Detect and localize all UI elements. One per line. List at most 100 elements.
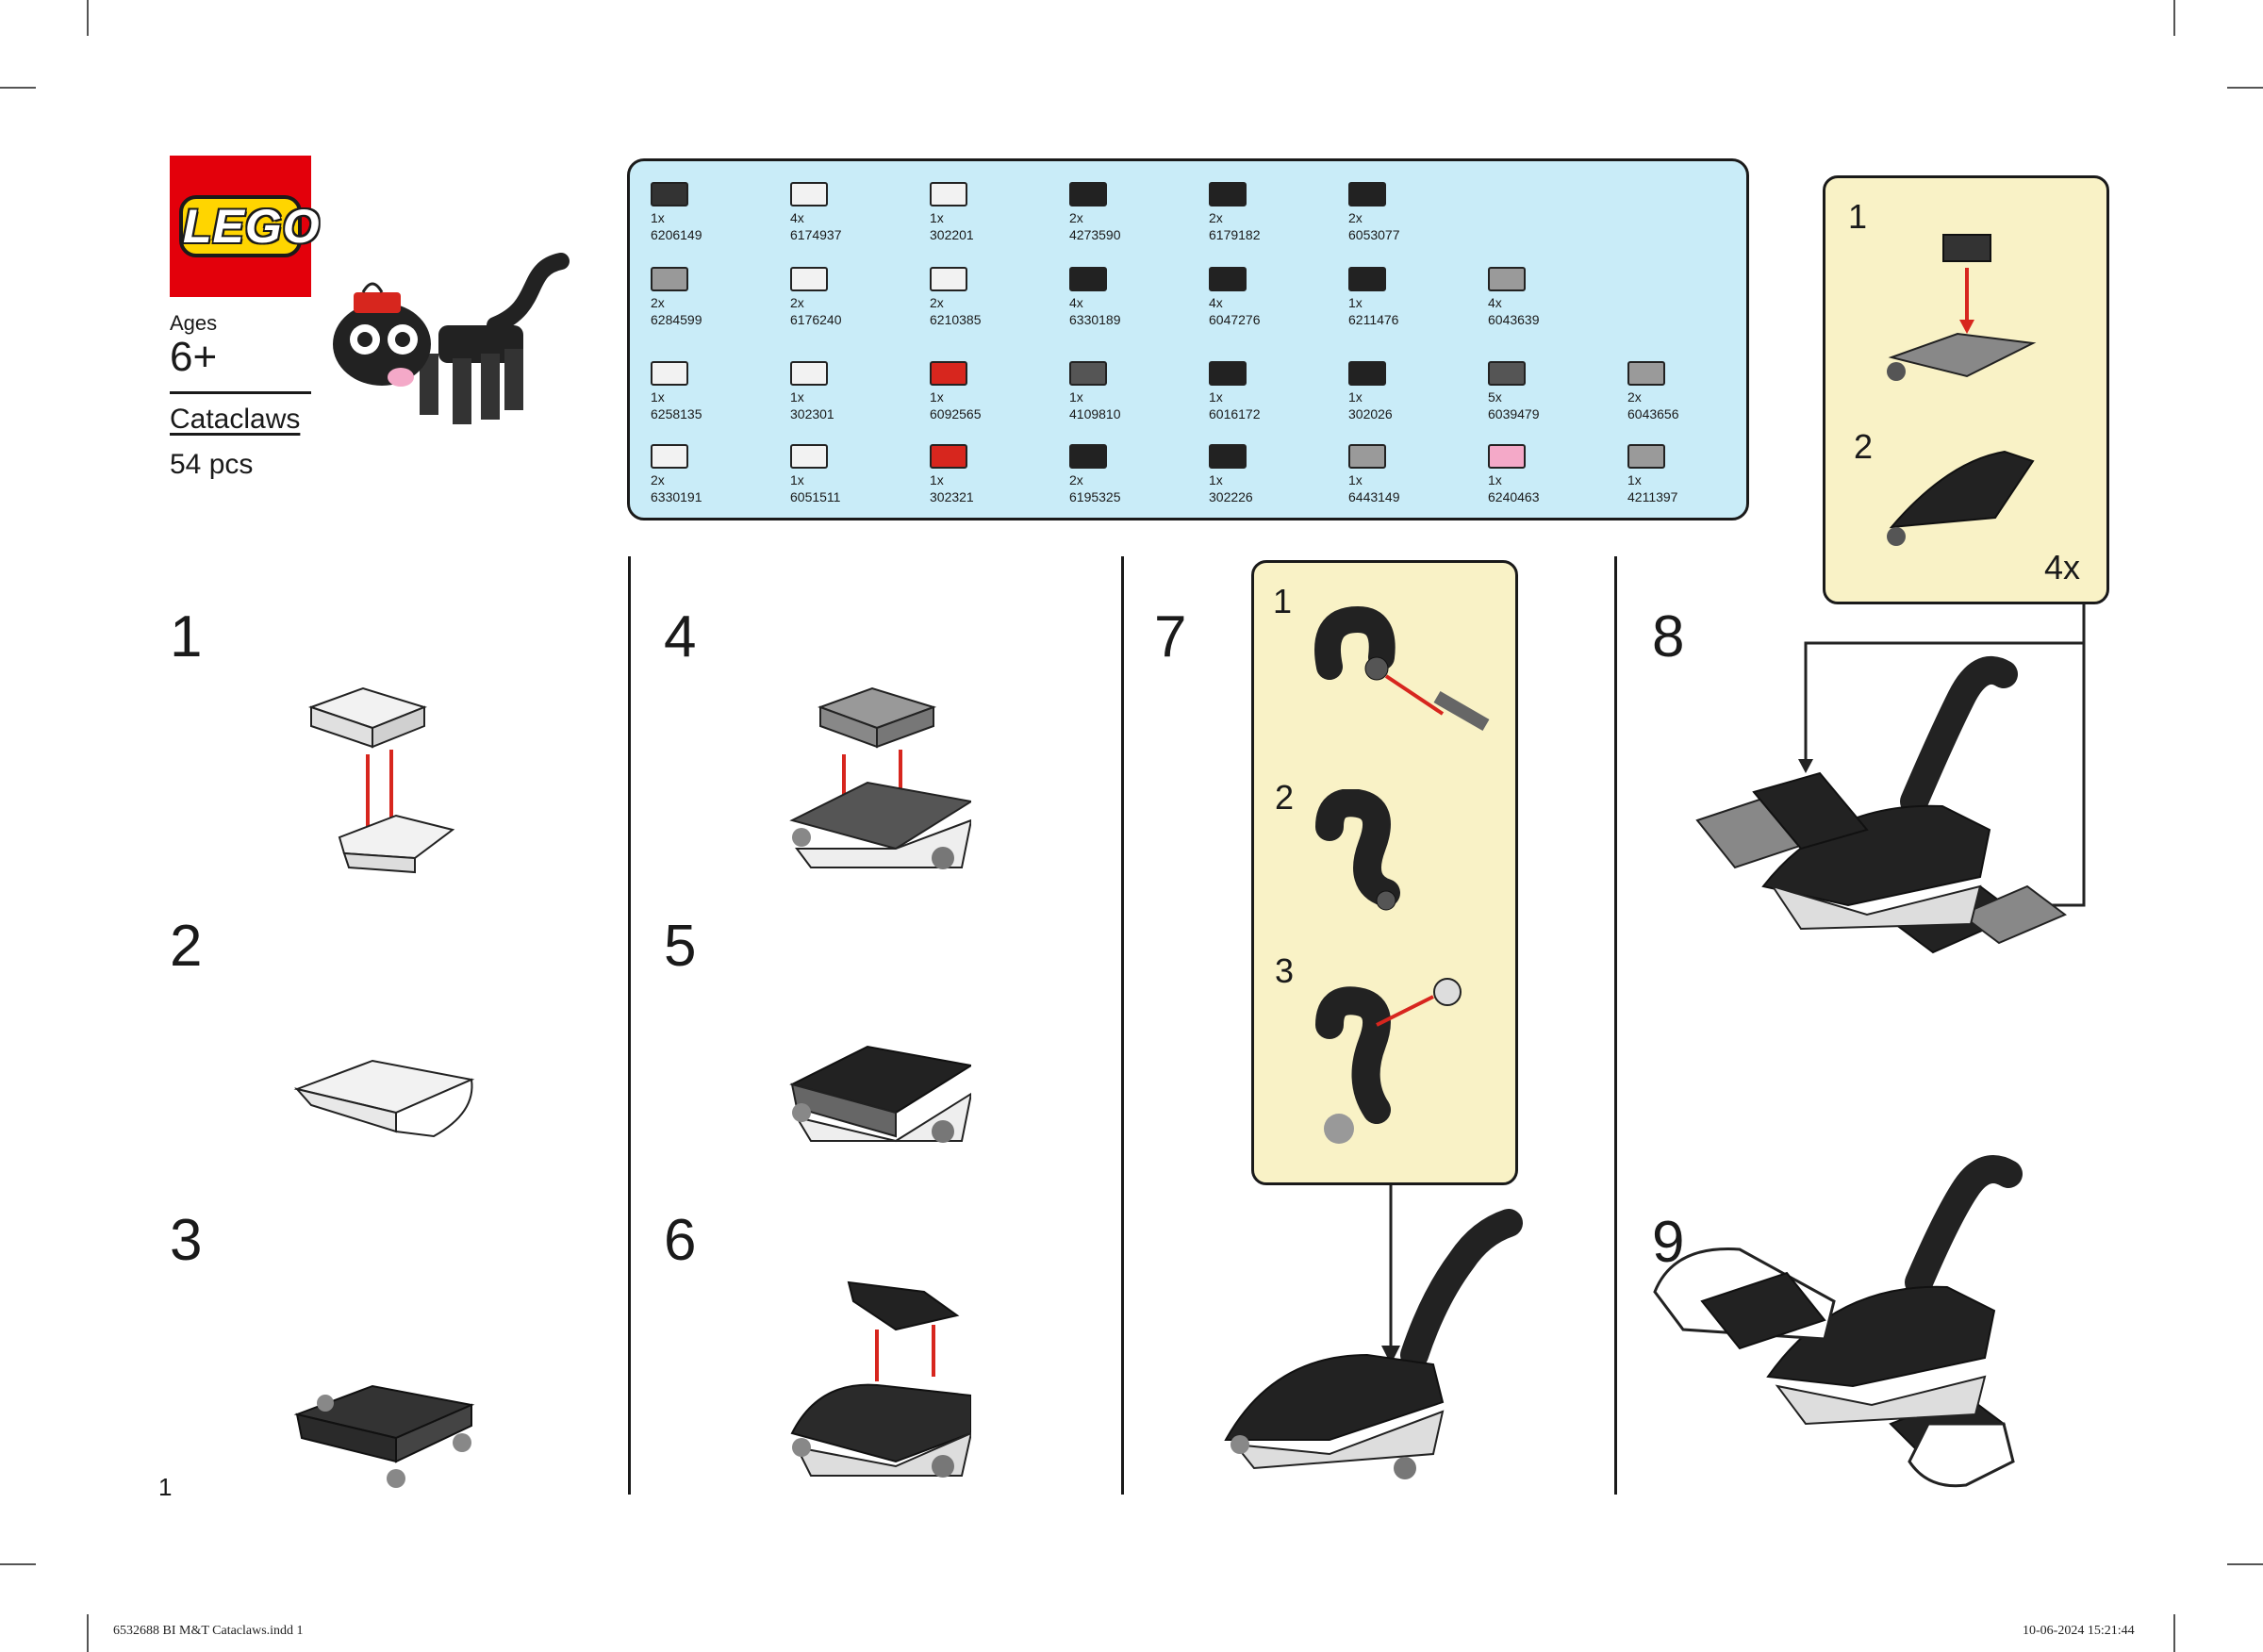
leg-subassembly-box: 1 2 4x [1823,175,2109,604]
brick-icon [930,182,967,206]
part-quantity: 1x [1348,389,1363,405]
brick-icon [1209,361,1247,386]
part-element-id: 6258135 [651,406,702,421]
date-slug: 10-06-2024 15:21:44 [2023,1624,2135,1638]
part-element-id: 6016172 [1209,406,1261,421]
part-element-id: 4211397 [1627,489,1678,504]
part-quantity: 2x [1069,472,1083,487]
substep-number: 3 [1275,951,1295,990]
part-element-id: 6443149 [1348,489,1400,504]
part-quantity: 1x [651,210,665,225]
step-7-subassembly-box: 1 2 3 [1251,560,1518,1185]
crop-mark [2173,1614,2175,1652]
part-quantity: 1x [930,389,944,405]
brick-icon [1209,444,1247,469]
brick-icon [1069,444,1107,469]
brick-icon [930,361,967,386]
substep-number: 2 [1275,778,1295,817]
step-3-illustration [293,1384,475,1488]
brick-icon [1488,361,1526,386]
part-quantity: 2x [1209,210,1223,225]
part-element-id: 6210385 [930,312,982,327]
brick-icon [790,444,828,469]
brick-icon [1348,267,1386,291]
part-element-id: 6330189 [1069,312,1121,327]
step-number-3: 3 [170,1208,203,1273]
part-quantity: 5x [1488,389,1502,405]
brick-icon [930,267,967,291]
part-element-id: 4273590 [1069,227,1121,242]
step-9-illustration [1653,1155,2023,1488]
brick-icon [790,361,828,386]
part-quantity: 2x [1627,389,1642,405]
part-element-id: 302321 [930,489,974,504]
ages-label: Ages [170,311,218,335]
step-4-illustration [789,686,971,869]
part-quantity: 1x [930,472,944,487]
step-1-illustration [307,686,455,874]
part-item: 1x 4211397 [1627,444,1750,505]
part-quantity: 1x [930,210,944,225]
part-element-id: 302301 [790,406,834,421]
brick-icon [1488,267,1526,291]
crop-mark [0,87,36,89]
part-quantity: 1x [1488,472,1502,487]
substep-number: 1 [1848,197,1868,236]
part-element-id: 6051511 [790,489,841,504]
brick-icon [1069,267,1107,291]
step-number-2: 2 [170,914,203,979]
brick-icon [1348,444,1386,469]
step-5-illustration [789,1045,971,1143]
column-divider [1614,556,1617,1495]
brick-icon [651,182,688,206]
part-quantity: 4x [1209,295,1223,310]
part-item: 1x 6240463 [1488,444,1611,505]
brick-icon [651,267,688,291]
crop-mark [2227,1563,2263,1565]
part-quantity: 1x [651,389,665,405]
brick-icon [790,267,828,291]
part-element-id: 6043656 [1627,406,1679,421]
part-element-id: 6092565 [930,406,982,421]
crop-mark [87,0,89,36]
part-element-id: 6039479 [1488,406,1540,421]
part-quantity: 1x [1627,472,1642,487]
part-element-id: 6240463 [1488,489,1540,504]
brick-icon [651,444,688,469]
column-divider [628,556,631,1495]
step-7-result [1224,1185,1523,1479]
brick-icon [1209,182,1247,206]
crop-mark [2173,0,2175,36]
brick-icon [1069,361,1107,386]
part-element-id: 302201 [930,227,974,242]
step-number-6: 6 [664,1208,697,1273]
brick-icon [1348,361,1386,386]
part-element-id: 302226 [1209,489,1253,504]
brick-icon [1069,182,1107,206]
part-element-id: 6195325 [1069,489,1121,504]
brick-icon [1488,444,1526,469]
divider-rule [170,391,311,394]
part-item: 2x 6195325 [1069,444,1192,505]
part-quantity: 1x [1209,389,1223,405]
part-quantity: 2x [651,295,665,310]
crop-mark [87,1614,89,1652]
brick-icon [651,361,688,386]
step-number-1: 1 [170,604,203,669]
part-quantity: 2x [790,295,804,310]
